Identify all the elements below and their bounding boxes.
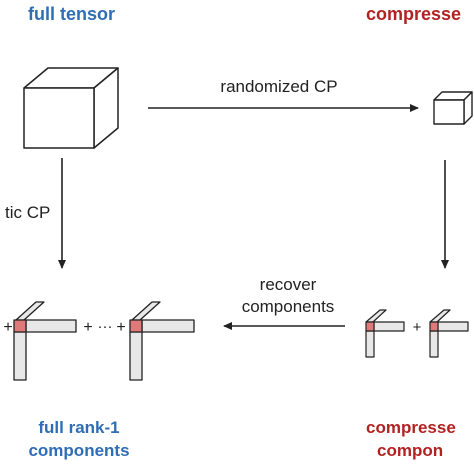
classic-cp-label: tic CP: [5, 203, 50, 222]
compressed-2-slant-factor: [429, 309, 451, 323]
component-1-slant-factor: [15, 301, 45, 321]
compressed-2-vertical-factor: [429, 330, 439, 358]
full-tensor-label: full tensor: [28, 4, 115, 24]
compressed-1-horizontal-factor: [373, 321, 405, 332]
compressed-2-horizontal-factor: [437, 321, 469, 332]
full-rank1-label-line1: full rank-1: [38, 418, 119, 437]
plus-sign-3: +: [116, 319, 125, 336]
compressed-1-slant-factor: [365, 309, 387, 323]
component-1-highlight-cell: [13, 319, 27, 333]
full-tensor-cube: [23, 67, 119, 149]
component-2-slant-factor: [131, 301, 161, 321]
compressed-components-label-line1: compresse: [366, 418, 456, 437]
full-rank1-component-2: [129, 301, 195, 381]
compressed-2-highlight-cell: [429, 321, 439, 332]
recover-label-line2: components: [242, 297, 335, 316]
component-2-vertical-factor: [129, 331, 143, 381]
compressed-1-vertical-factor: [365, 330, 375, 358]
randomized-cp-label: randomized CP: [220, 77, 337, 96]
compressed-tensor-label: compresse: [366, 4, 461, 24]
compressed-components-label-line2: compon: [377, 441, 443, 460]
compressed-tensor-cube: [433, 91, 473, 125]
ellipsis: ···: [98, 318, 113, 335]
compressed-component-2: [429, 309, 469, 358]
component-2-highlight-cell: [129, 319, 143, 333]
compressed-1-highlight-cell: [365, 321, 375, 332]
recover-label-line1: recover: [260, 275, 317, 294]
plus-sign-2: +: [83, 319, 92, 336]
component-2-horizontal-factor: [141, 319, 195, 333]
full-rank1-component-1: [13, 301, 77, 381]
component-1-horizontal-factor: [25, 319, 77, 333]
full-rank1-label-line2: components: [28, 441, 129, 460]
plus-sign-1: +: [3, 319, 12, 336]
plus-sign-4: +: [413, 319, 422, 336]
component-1-vertical-factor: [13, 331, 27, 381]
compressed-component-1: [365, 309, 405, 358]
